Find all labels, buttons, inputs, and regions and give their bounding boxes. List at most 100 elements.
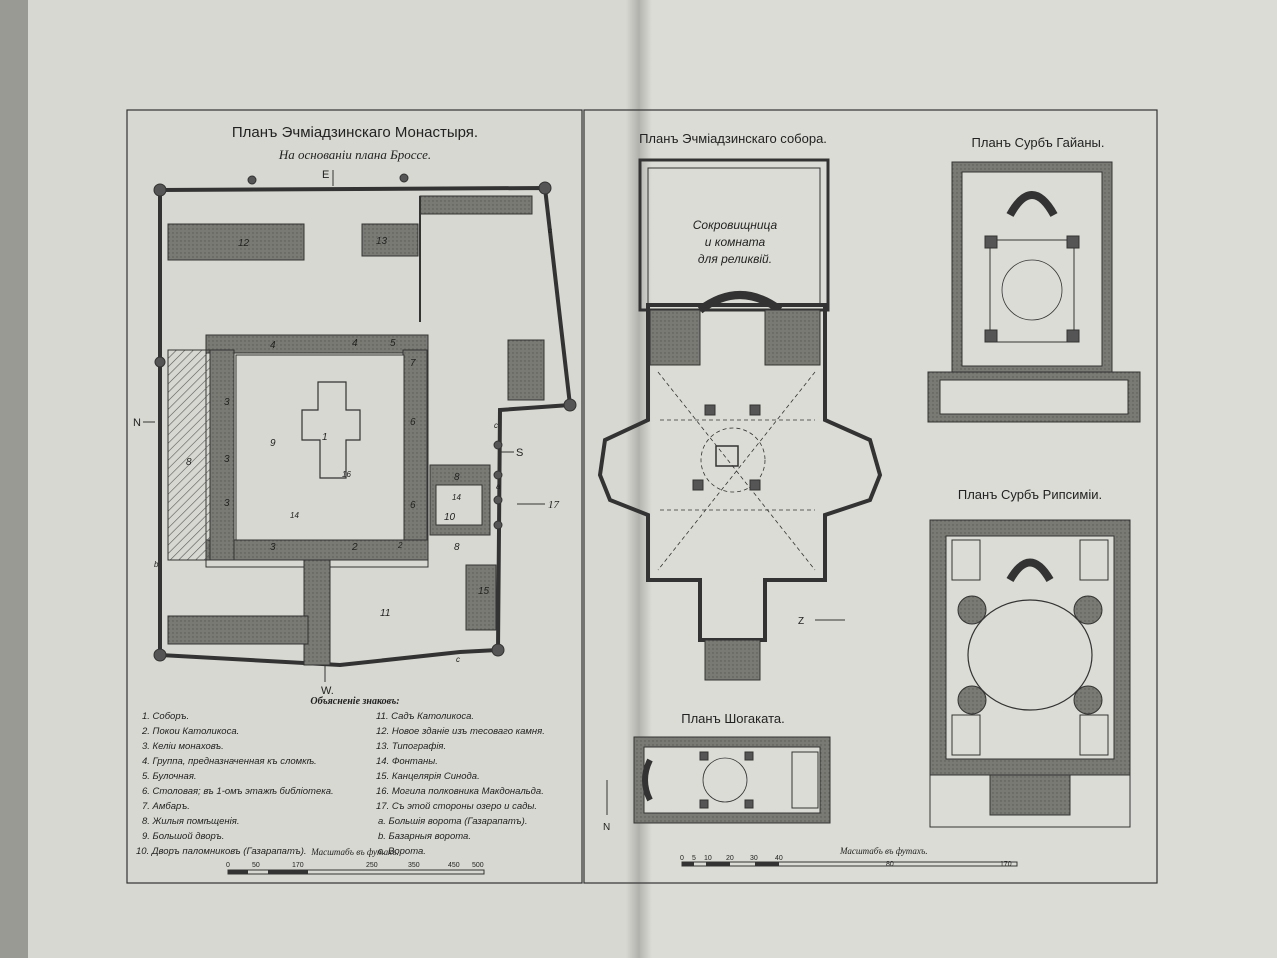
room-number: 11: [380, 608, 390, 619]
room-number: 13: [376, 236, 388, 247]
z-arrow-label: Z: [798, 616, 804, 627]
north-label: N: [133, 417, 141, 429]
cathedral-title: Планъ Эчміадзинскаго собора.: [639, 131, 827, 146]
arrow-17-label: 17: [548, 499, 560, 511]
legend-item: 12. Новое зданіе изъ тесоваго камня.: [376, 726, 545, 737]
treasury-label: Сокровищница и комната для реликвій.: [693, 218, 778, 266]
room-number: 2: [351, 542, 358, 553]
legend-item: 11. Садъ Католикоса.: [376, 711, 474, 722]
side-letter: b: [154, 560, 159, 569]
gayane-title: Планъ Сурбъ Гайаны.: [972, 135, 1105, 150]
room-number: 4: [352, 338, 358, 349]
south-label: S: [516, 447, 523, 459]
legend-item: 15. Канцелярія Синода.: [376, 771, 480, 782]
treasury-line: Сокровищница: [693, 218, 778, 232]
building-8-hatched: [167, 349, 211, 561]
scale-tick: 0: [226, 862, 230, 869]
scale-tick: 450: [448, 862, 460, 869]
room-number: 3: [224, 454, 230, 465]
legend-item: 7. Амбаръ.: [142, 801, 190, 812]
shoghakat-plan: [633, 736, 831, 824]
scale-tick: 30: [750, 855, 758, 862]
compass-markers: E N S W. 17: [133, 169, 560, 697]
hripsime-title: Планъ Сурбъ Рипсиміи.: [958, 487, 1102, 502]
room-number: 8: [454, 472, 460, 483]
building-12: [167, 223, 305, 261]
east-label: E: [322, 169, 329, 181]
room-number: 8: [186, 457, 192, 468]
room-number: 3: [270, 542, 276, 553]
room-number: 4: [270, 340, 276, 351]
legend-item: 13. Типографія.: [376, 741, 446, 752]
legend-item: 8. Жилыя помѣщенія.: [142, 816, 239, 827]
scale-tick: 5: [692, 855, 696, 862]
side-letter: c: [494, 421, 498, 430]
scale-tick: 80: [886, 861, 894, 868]
monastery-plan: [153, 173, 577, 668]
west-label: W.: [321, 685, 334, 697]
legend-item: b. Базарныя ворота.: [378, 831, 471, 842]
scale-tick: 40: [775, 855, 783, 862]
room-number: 14: [290, 511, 299, 520]
legend-column-1: 1. Соборъ. 2. Покои Католикоса. 3. Келіи…: [136, 711, 334, 857]
side-letter: c: [548, 226, 552, 235]
scale-title: Масштабъ въ футахъ.: [839, 846, 928, 856]
building-13: [361, 223, 419, 257]
scale-tick: 350: [408, 862, 420, 869]
room-number-labels: 12 13 4 4 5 7 3 3 3 6 6 8 9 1 16 14 14 1…: [154, 226, 552, 664]
scale-tick: 250: [366, 862, 378, 869]
left-frame: [126, 109, 583, 884]
room-number: 1: [322, 432, 328, 443]
legend-item: 10. Дворъ паломниковъ (Газарапатъ).: [136, 846, 307, 857]
legend-item: 9. Большой дворъ.: [142, 831, 224, 842]
side-letter: c: [456, 655, 460, 664]
room-number: 14: [452, 493, 461, 502]
scale-tick: 0: [680, 855, 684, 862]
right-frame: [583, 109, 1158, 884]
scale-title: Масштабъ въ футахъ.: [310, 847, 399, 857]
cathedral-plan: [597, 158, 883, 681]
room-number: 2: [397, 541, 403, 550]
north-arrow-label: N: [603, 822, 610, 833]
left-scale-bar: Масштабъ въ футахъ. 0 50 170 250 350 450…: [226, 847, 485, 875]
room-number: 10: [444, 512, 456, 523]
legend-title: Объясненіе знаковъ:: [310, 696, 399, 707]
treasury-line: для реликвій.: [698, 252, 772, 266]
room-number: 7: [410, 358, 416, 369]
building-15: [465, 564, 497, 631]
legend-item: 17. Съ этой стороны озеро и сады.: [376, 801, 537, 812]
gayane-plan: [927, 161, 1141, 423]
room-number: 12: [238, 238, 250, 249]
cathedral-footprint: [301, 381, 361, 479]
room-number: 15: [478, 586, 490, 597]
scale-tick: 10: [704, 855, 712, 862]
scale-tick: 20: [726, 855, 734, 862]
monastery-title: Планъ Эчміадзинскаго Монастыря.: [232, 124, 478, 141]
scale-tick: 170: [1000, 861, 1012, 868]
scale-tick: 170: [292, 862, 304, 869]
right-scale-bar: Масштабъ въ футахъ. 0 5 10 20 30 40 80 1…: [680, 846, 1018, 868]
legend-item: 14. Фонтаны.: [376, 756, 438, 767]
legend-item: 16. Могила полковника Макдональда.: [376, 786, 544, 797]
treasury-line: и комната: [705, 235, 766, 249]
scale-tick: 50: [252, 862, 260, 869]
room-number: 8: [454, 542, 460, 553]
legend-item: 5. Булочная.: [142, 771, 197, 782]
legend-item: 3. Келіи монаховъ.: [142, 741, 224, 752]
legend-column-2: 11. Садъ Католикоса. 12. Новое зданіе из…: [376, 711, 545, 857]
legend-item: c. Ворота.: [378, 846, 426, 857]
side-letter: a: [496, 482, 501, 491]
legend-item: 1. Соборъ.: [142, 711, 189, 722]
legend-item: 6. Столовая; въ 1-омъ этажѣ библіотека.: [142, 786, 334, 797]
legend-item: 2. Покои Католикоса.: [141, 726, 239, 737]
shoghakat-title: Планъ Шогаката.: [681, 711, 784, 726]
room-number: 6: [410, 500, 416, 511]
room-number: 5: [390, 338, 396, 349]
scale-tick: 500: [472, 862, 484, 869]
legend-item: 4. Группа, предназначенная къ сломкѣ.: [142, 756, 317, 767]
legend-item: a. Большія ворота (Газарапатъ).: [378, 816, 528, 827]
room-number: 3: [224, 397, 230, 408]
room-number: 16: [342, 470, 351, 479]
